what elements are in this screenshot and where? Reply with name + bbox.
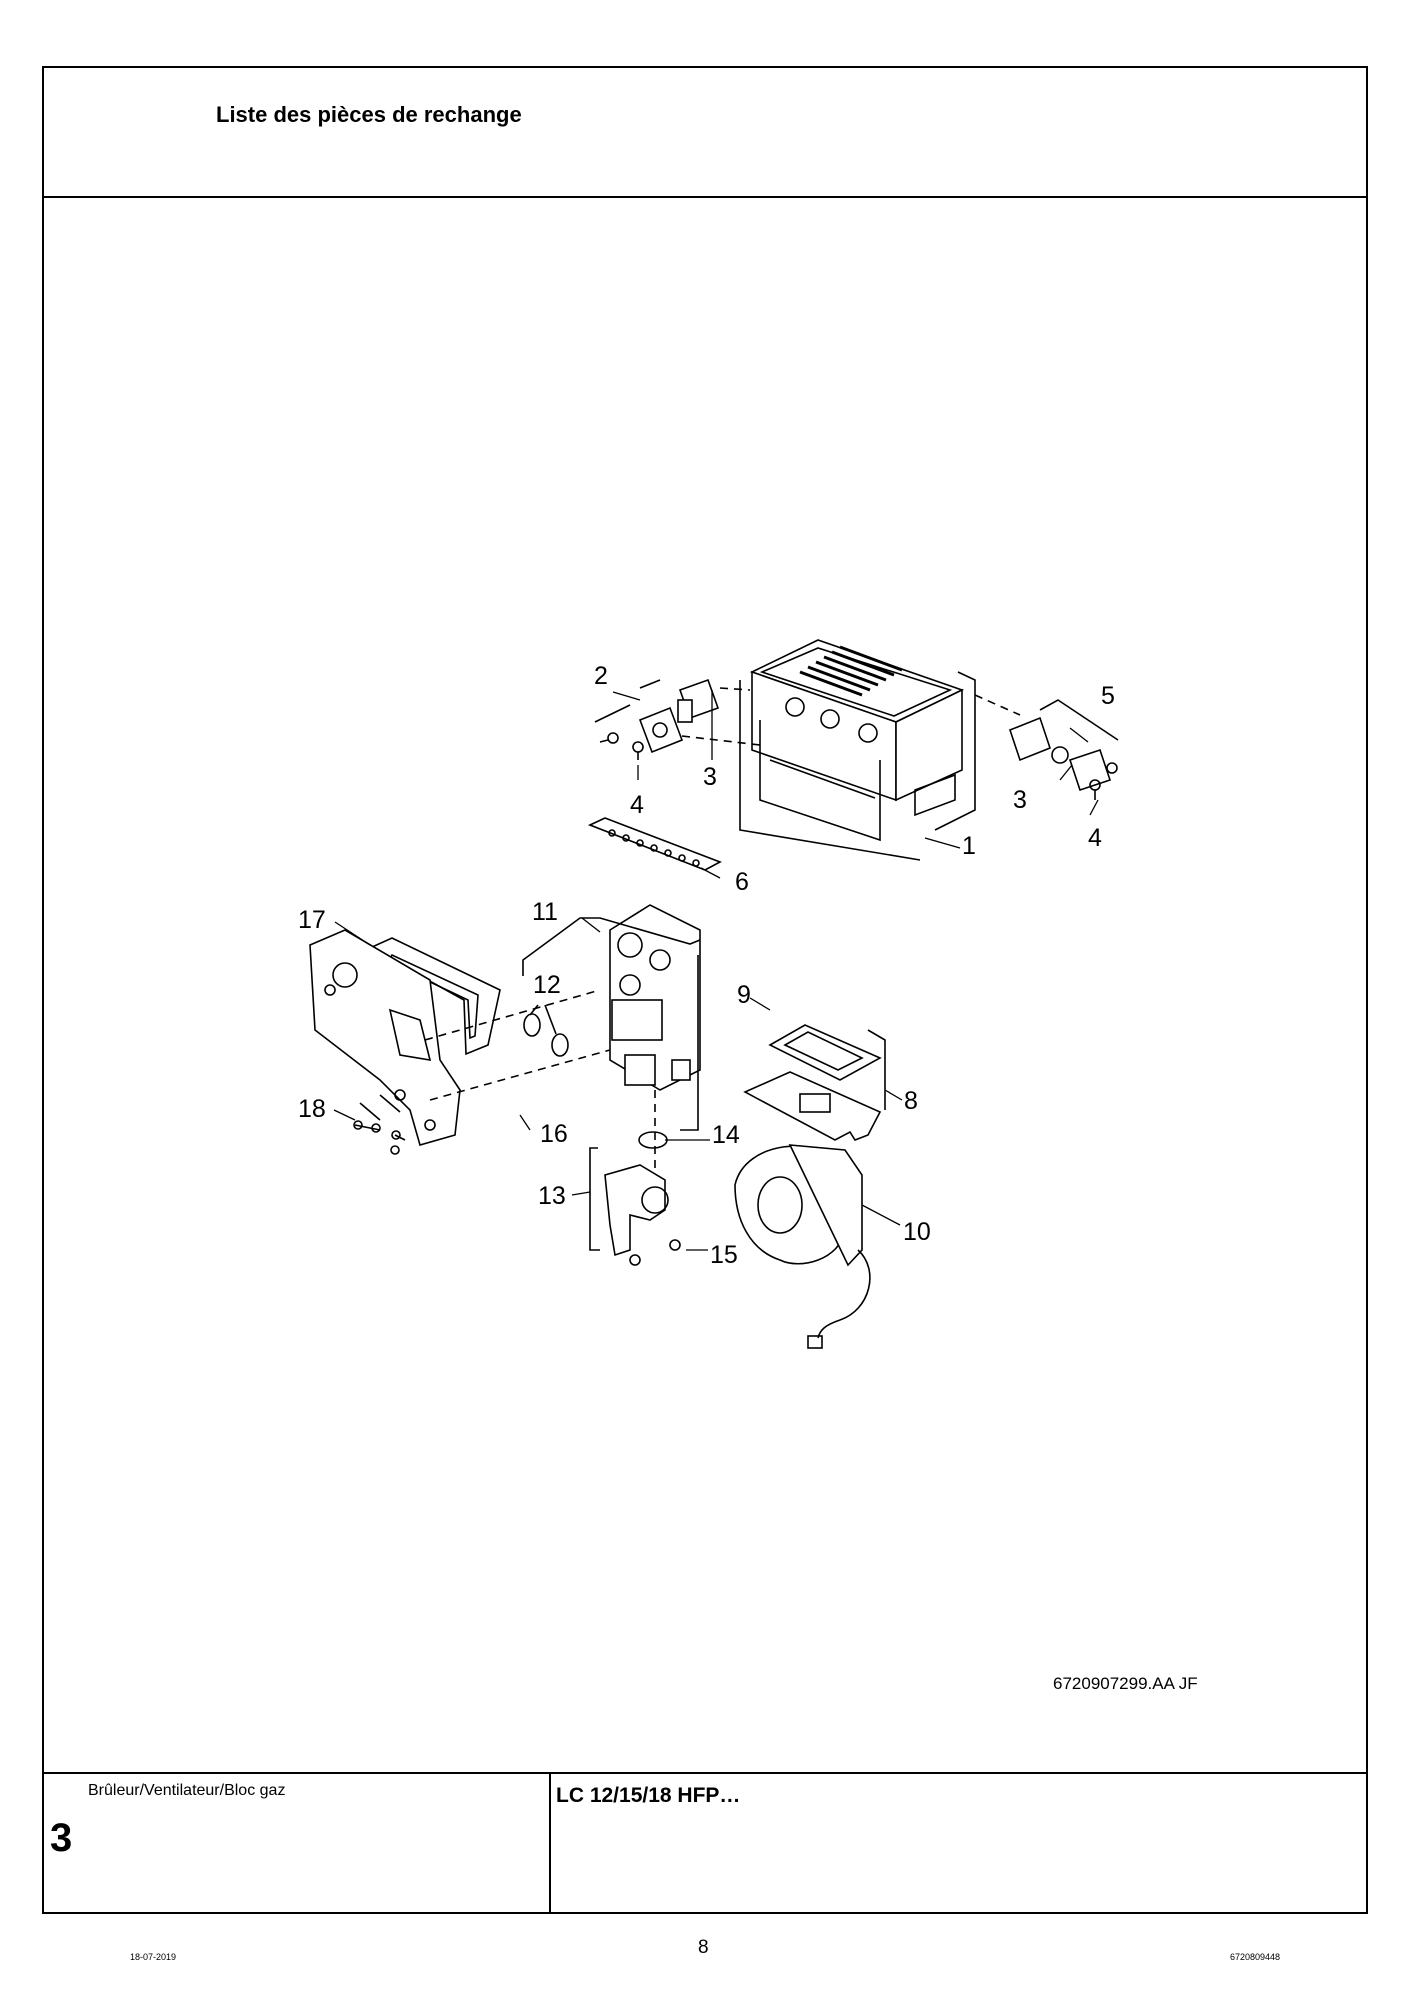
callout-18: 18 xyxy=(298,1095,326,1123)
callout-11: 11 xyxy=(532,898,558,926)
section-number: 3 xyxy=(50,1816,73,1860)
callout-1: 1 xyxy=(962,832,976,860)
page-number: 8 xyxy=(698,1937,709,1958)
callout-labels: 2 3 4 5 3 4 1 6 11 17 12 9 8 18 16 14 13… xyxy=(298,662,1115,1269)
callout-15: 15 xyxy=(710,1241,738,1269)
page-frame: Liste des pièces de rechange Brûleur/Ven… xyxy=(42,66,1368,1914)
burner-assembly xyxy=(739,639,976,861)
page-title: Liste des pièces de rechange xyxy=(216,102,522,127)
callout-13: 13 xyxy=(538,1182,566,1210)
header: Liste des pièces de rechange xyxy=(44,68,1366,198)
callout-2: 2 xyxy=(594,662,608,690)
print-date: 18-07-2019 xyxy=(130,1952,177,1962)
gasket-frame xyxy=(368,937,501,1056)
pressure-block xyxy=(589,1147,681,1266)
callout-4-right: 4 xyxy=(1088,824,1102,852)
callout-9: 9 xyxy=(737,981,751,1009)
callout-12: 12 xyxy=(533,971,561,999)
callout-17: 17 xyxy=(298,906,326,934)
fan xyxy=(734,1144,871,1349)
gas-valve xyxy=(522,904,701,1131)
callout-4-left: 4 xyxy=(630,791,644,819)
callout-8: 8 xyxy=(904,1087,918,1115)
cover-plate xyxy=(309,929,461,1155)
footer-divider xyxy=(549,1774,551,1912)
callout-6: 6 xyxy=(735,868,749,896)
callout-5: 5 xyxy=(1101,682,1115,710)
nozzle-bar xyxy=(587,817,722,871)
o-rings xyxy=(424,989,668,1170)
left-electrode-group xyxy=(594,678,761,760)
right-electrode-group xyxy=(974,694,1119,800)
document-code: 6720809448 xyxy=(1230,1952,1281,1962)
model-name: LC 12/15/18 HFP… xyxy=(556,1784,741,1807)
footer: Brûleur/Ventilateur/Bloc gaz 3 LC 12/15/… xyxy=(44,1772,1366,1912)
section-name: Brûleur/Ventilateur/Bloc gaz xyxy=(88,1782,286,1799)
leader-lines xyxy=(333,690,1099,1251)
callout-3-left: 3 xyxy=(703,763,717,791)
callout-10: 10 xyxy=(903,1218,931,1246)
callout-14: 14 xyxy=(712,1121,740,1149)
air-box-plates xyxy=(743,1024,886,1141)
callout-16: 16 xyxy=(540,1120,568,1148)
callout-3-right: 3 xyxy=(1013,786,1027,814)
drawing-reference: 6720907299.AA JF xyxy=(1053,1674,1198,1693)
